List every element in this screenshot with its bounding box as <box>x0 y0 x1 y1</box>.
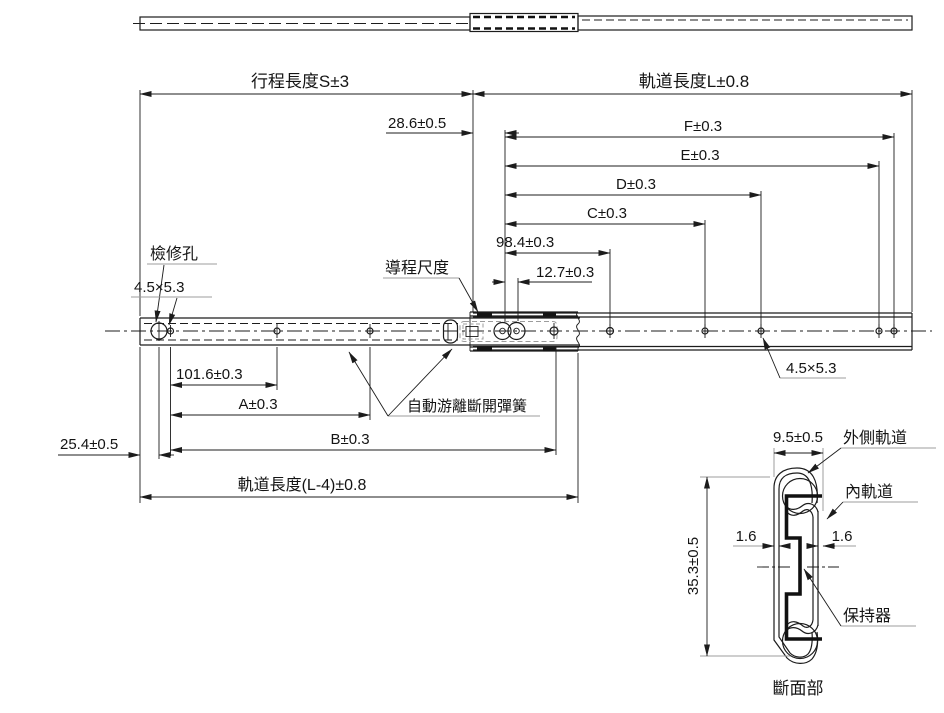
spring-outline-dashed <box>459 321 558 342</box>
dim-9-5-label: 9.5±0.5 <box>773 429 823 446</box>
dim-98-4: 98.4±0.3 <box>496 234 611 256</box>
label-slot-left: 4.5×5.3 <box>131 279 212 326</box>
dim-35-3: 35.3±0.5 <box>685 476 790 657</box>
dim-35-3-label: 35.3±0.5 <box>685 537 702 595</box>
dim-c-label: C±0.3 <box>587 205 627 222</box>
slot-right-label: 4.5×5.3 <box>786 360 836 377</box>
dim-f-label: F±0.3 <box>684 118 722 135</box>
label-inspection-hole: 檢修孔 <box>147 245 217 323</box>
dim-a-label: A±0.3 <box>238 396 277 413</box>
dim-12-7: 12.7±0.3 <box>492 264 594 285</box>
main-side-view <box>105 311 932 352</box>
lead-dim-label: 導程尺度 <box>385 258 449 277</box>
dim-101-6: 101.6±0.3 <box>170 366 278 388</box>
dim-stroke-length: 行程長度S±3 <box>139 72 474 97</box>
label-outer-rail: 外側軌道 <box>807 429 936 474</box>
label-inner-rail: 內軌道 <box>826 483 918 520</box>
outer-rail-label: 外側軌道 <box>843 429 907 447</box>
cross-section-view: 9.5±0.5 35.3±0.5 1.6 1.6 外側軌道 <box>685 429 936 698</box>
section-caption: 斷面部 <box>773 679 824 698</box>
spring-hole-right <box>507 321 526 341</box>
dim-28-6-label: 28.6±0.5 <box>388 115 446 132</box>
dim-25-4-label: 25.4±0.5 <box>60 436 118 453</box>
dim-98-4-label: 98.4±0.3 <box>496 234 554 251</box>
inspection-hole-label: 檢修孔 <box>150 245 198 263</box>
dim-d: D±0.3 <box>504 176 762 198</box>
dim-b: B±0.3 <box>170 431 557 453</box>
dim-e-label: E±0.3 <box>680 147 719 164</box>
top-collapsed-view <box>133 12 913 33</box>
ball-bearing-bottom <box>781 622 819 660</box>
dim-rail-length-l4-label: 軌道長度(L-4)±0.8 <box>238 476 367 494</box>
dim-28-6: 28.6±0.5 <box>386 115 519 136</box>
inner-rail-label: 內軌道 <box>845 483 893 501</box>
dim-d-label: D±0.3 <box>616 176 656 193</box>
dim-b-label: B±0.3 <box>330 431 369 448</box>
slot-left-label: 4.5×5.3 <box>134 279 184 296</box>
label-lead-dim: 導程尺度 <box>383 258 479 313</box>
dim-stroke-length-label: 行程長度S±3 <box>251 72 349 91</box>
spring-hole-left <box>493 321 512 341</box>
dim-c: C±0.3 <box>504 205 706 227</box>
dim-1-6-left: 1.6 <box>733 528 791 549</box>
dim-101-6-label: 101.6±0.3 <box>176 366 243 383</box>
dim-f: F±0.3 <box>504 118 895 140</box>
dim-12-7-label: 12.7±0.3 <box>536 264 594 281</box>
dim-1-6-right: 1.6 <box>806 528 856 549</box>
dim-25-4: 25.4±0.5 <box>58 436 174 458</box>
break-line <box>576 311 580 351</box>
section-inner-rail <box>785 502 819 635</box>
auto-spring-label: 自動游離斷開彈簧 <box>407 397 527 415</box>
label-slot-right: 4.5×5.3 <box>762 337 846 379</box>
retainer-profile <box>784 494 822 641</box>
mounting-holes <box>150 321 898 341</box>
dim-rail-length: 軌道長度L±0.8 <box>472 72 913 97</box>
dim-1-6-left-label: 1.6 <box>736 528 757 545</box>
latch-capsule <box>442 319 459 344</box>
dim-e: E±0.3 <box>504 147 880 169</box>
label-retainer: 保持器 <box>803 568 916 627</box>
dim-1-6-right-label: 1.6 <box>832 528 853 545</box>
inner-rail-side <box>139 317 580 346</box>
dim-9-5: 9.5±0.5 <box>773 429 824 511</box>
dim-a: A±0.3 <box>170 396 371 418</box>
middle-rail-section <box>442 311 580 352</box>
dim-rail-length-label: 軌道長度L±0.8 <box>639 72 749 91</box>
label-auto-spring: 自動游離斷開彈簧 <box>348 348 540 417</box>
retainer-label: 保持器 <box>843 607 891 625</box>
section-outer-rail-contour <box>773 467 819 664</box>
dim-rail-length-l4: 軌道長度(L-4)±0.8 <box>139 476 579 500</box>
